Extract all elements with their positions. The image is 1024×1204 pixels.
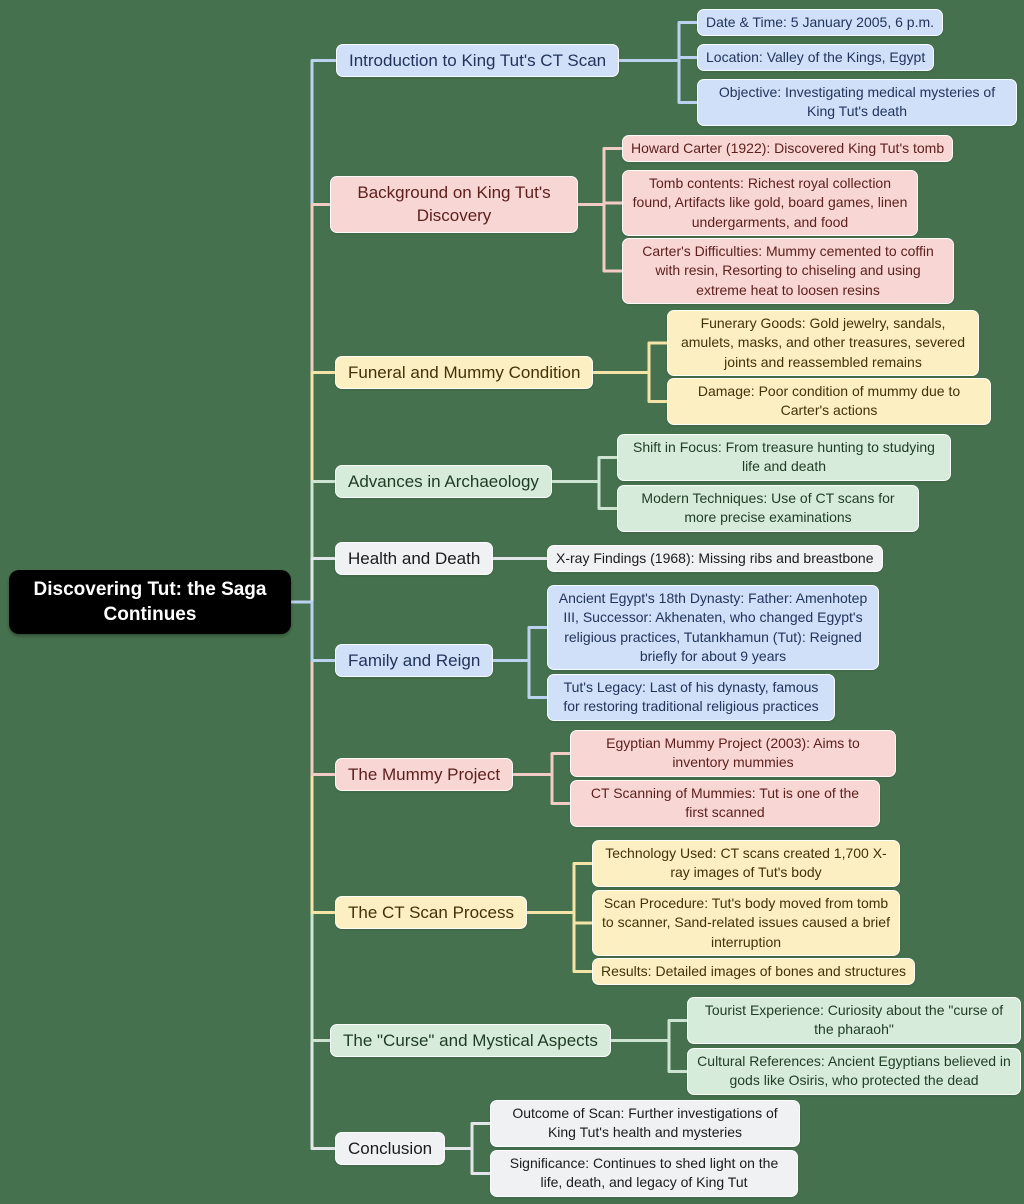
branch-background-discovery[interactable]: Background on King Tut's Discovery bbox=[330, 176, 578, 233]
child-cultural-references: Cultural References: Ancient Egyptians b… bbox=[687, 1048, 1021, 1095]
child-ct-scanning: CT Scanning of Mummies: Tut is one of th… bbox=[570, 780, 880, 827]
child-technology-used: Technology Used: CT scans created 1,700 … bbox=[592, 840, 900, 887]
branch-introduction-ct-scan[interactable]: Introduction to King Tut's CT Scan bbox=[336, 44, 620, 78]
branch-curse-mystical[interactable]: The "Curse" and Mystical Aspects bbox=[330, 1024, 611, 1058]
branch-advances-archaeology[interactable]: Advances in Archaeology bbox=[335, 465, 552, 499]
child-outcome-of-scan: Outcome of Scan: Further investigations … bbox=[490, 1100, 800, 1147]
root-node[interactable]: Discovering Tut: the Saga Continues bbox=[9, 570, 291, 635]
branch-health-and-death[interactable]: Health and Death bbox=[335, 542, 494, 576]
child-tomb-contents: Tomb contents: Richest royal collection … bbox=[622, 170, 918, 236]
child-modern-techniques: Modern Techniques: Use of CT scans for m… bbox=[617, 485, 919, 532]
child-damage: Damage: Poor condition of mummy due to C… bbox=[667, 378, 991, 425]
child-location: Location: Valley of the Kings, Egypt bbox=[697, 44, 935, 72]
child-egyptian-mummy-project: Egyptian Mummy Project (2003): Aims to i… bbox=[570, 730, 896, 777]
child-scan-procedure: Scan Procedure: Tut's body moved from to… bbox=[592, 890, 900, 956]
child-xray-findings: X-ray Findings (1968): Missing ribs and … bbox=[547, 545, 883, 573]
branch-ct-scan-process[interactable]: The CT Scan Process bbox=[335, 896, 527, 930]
child-shift-in-focus: Shift in Focus: From treasure hunting to… bbox=[617, 434, 951, 481]
branch-family-and-reign[interactable]: Family and Reign bbox=[335, 644, 494, 678]
branch-conclusion[interactable]: Conclusion bbox=[335, 1132, 446, 1166]
child-carters-difficulties: Carter's Difficulties: Mummy cemented to… bbox=[622, 238, 954, 304]
child-significance: Significance: Continues to shed light on… bbox=[490, 1150, 798, 1197]
branch-mummy-project[interactable]: The Mummy Project bbox=[335, 758, 514, 792]
child-date-time: Date & Time: 5 January 2005, 6 p.m. bbox=[697, 9, 944, 37]
child-tuts-legacy: Tut's Legacy: Last of his dynasty, famou… bbox=[547, 674, 835, 721]
child-howard-carter: Howard Carter (1922): Discovered King Tu… bbox=[622, 135, 954, 163]
child-18th-dynasty: Ancient Egypt's 18th Dynasty: Father: Am… bbox=[547, 585, 879, 671]
child-tourist-experience: Tourist Experience: Curiosity about the … bbox=[687, 997, 1021, 1044]
child-results: Results: Detailed images of bones and st… bbox=[592, 958, 916, 986]
child-objective: Objective: Investigating medical mysteri… bbox=[697, 79, 1017, 126]
child-funerary-goods: Funerary Goods: Gold jewelry, sandals, a… bbox=[667, 310, 979, 376]
branch-funeral-mummy-condition[interactable]: Funeral and Mummy Condition bbox=[335, 356, 594, 390]
